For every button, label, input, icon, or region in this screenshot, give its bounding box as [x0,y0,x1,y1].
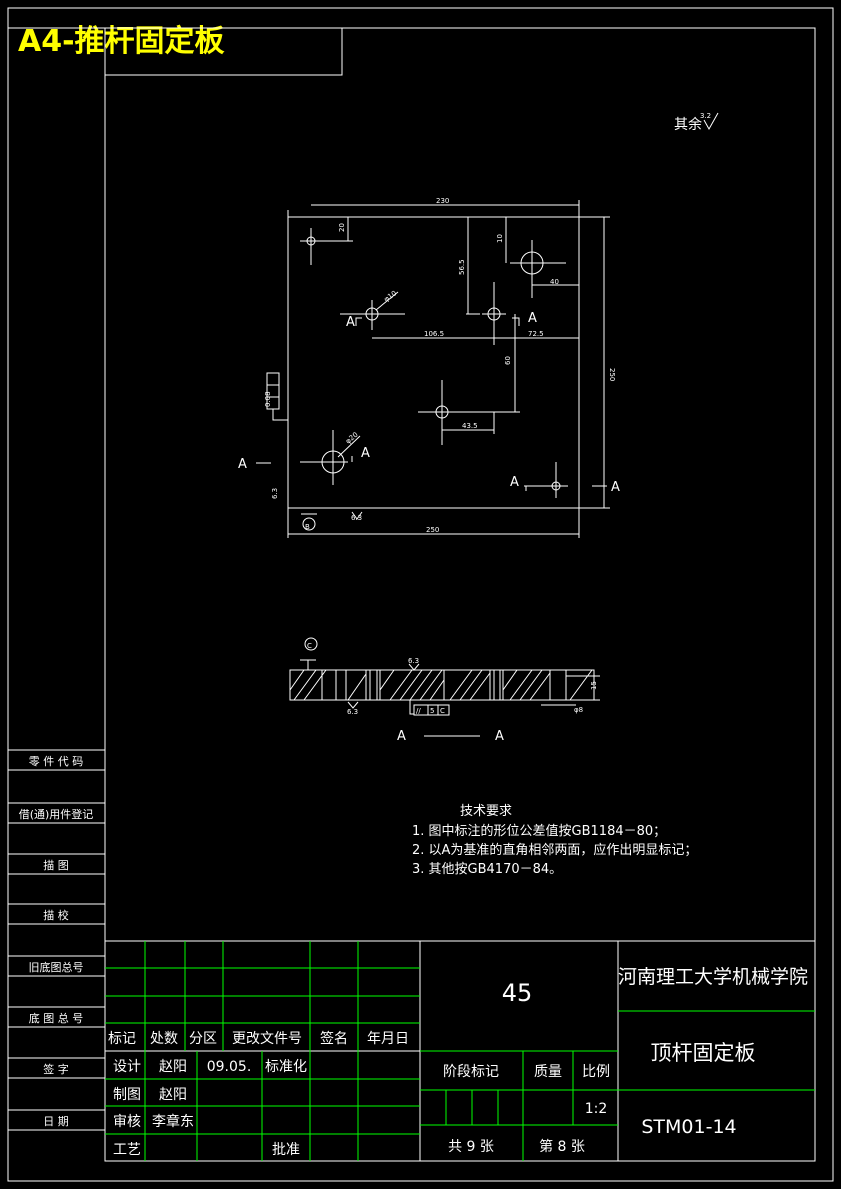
gdt-ref: C [440,707,445,715]
surface-b: 6.3 [351,514,362,522]
dim-60: 60 [504,356,512,365]
left-column [8,749,105,1131]
gdt-tol: 5 [430,707,434,715]
dim-43-5: 43.5 [462,422,478,430]
mass-label: 质量 [534,1064,562,1080]
dim-10: 10 [496,234,504,243]
dim-phi10: φ10 [383,289,399,303]
hdr-count: 处数 [150,1031,178,1047]
datum-c: C [307,642,312,650]
left-label-6: 底 图 总 号 [29,1011,84,1025]
draw-label: 制图 [113,1087,141,1103]
sheet-title: A4-推杆固定板 [18,24,225,59]
dim-width-top: 230 [436,197,449,205]
scale-value: 1:2 [585,1101,608,1117]
left-label-5: 旧底图总号 [29,960,84,974]
process-label: 工艺 [113,1142,141,1158]
hdr-mark: 标记 [108,1031,136,1047]
roughness-value: 3.2 [700,112,711,120]
section-labels: A A A A A A B [238,311,620,531]
roughness-icon [703,112,719,131]
tech-item-2: 2. 以A为基准的直角相邻两面，应作出明显标记； [412,842,697,858]
hdr-doc: 更改文件号 [232,1031,302,1047]
dim-40: 40 [550,278,559,286]
reviewer: 李章东 [152,1113,194,1130]
design-label: 设计 [113,1059,141,1075]
title-block-grid [105,941,815,1161]
scale-label: 比例 [582,1064,610,1080]
section-surface-b: 6.3 [347,708,358,716]
dim-height-right: 250 [608,368,616,381]
dim-thickness: 15 [590,681,598,690]
review-label: 审核 [113,1114,141,1130]
section-a-4: A [510,475,519,490]
stage-label: 阶段标记 [443,1064,499,1080]
left-label-3: 描 图 [43,858,69,872]
section-surface-a: 6.3 [408,657,419,665]
section-a-2: A [528,311,537,326]
section-a-3: A [361,446,370,461]
dim-72-5: 72.5 [528,330,544,338]
drawing-number: STM01-14 [641,1116,736,1138]
section-view [289,637,600,737]
dim-106-5: 106.5 [424,330,444,338]
dim-width-bottom: 250 [426,526,439,534]
left-label-8: 日 期 [43,1115,69,1128]
section-a-right: A [611,480,620,495]
section-a-left: A [238,457,247,472]
tech-heading: 技术要求 [460,804,512,819]
tech-item-1: 1. 图中标注的形位公差值按GB1184－80； [412,823,666,839]
section-view-a-labels: A A [397,729,504,744]
hdr-zone: 分区 [189,1031,217,1047]
section-a-1: A [346,315,355,330]
material: 45 [502,979,533,1007]
tech-item-3: 3. 其他按GB4170－84。 [412,862,562,877]
hdr-date: 年月日 [367,1031,409,1047]
left-label-4: 描 校 [43,908,69,922]
dim-phi20: φ20 [344,431,360,446]
tol-box-text: 0.08 [264,391,272,407]
left-label-7: 签 字 [43,1062,69,1076]
plan-view [256,200,610,538]
left-label-1: 零 件 代 码 [29,755,84,768]
tech-requirements: 技术要求 1. 图中标注的形位公差值按GB1184－80； 2. 以A为基准的直… [412,804,697,877]
dim-20: 20 [338,223,346,232]
sheets-total: 共 9 张 [448,1139,494,1155]
surface-a: 6.3 [271,488,279,499]
design-date: 09.05. [207,1059,252,1075]
drawer: 赵阳 [159,1087,187,1103]
section-a-a-left: A [397,729,406,744]
part-name: 顶杆固定板 [651,1041,756,1065]
school-name: 河南理工大学机械学院 [618,966,808,988]
section-a-a-right: A [495,729,504,744]
left-column-labels: 零 件 代 码 借(通)用件登记 描 图 描 校 旧底图总号 底 图 总 号 签… [19,755,94,1128]
dim-phi8: φ8 [574,706,583,714]
designer: 赵阳 [159,1059,187,1075]
standardize-label: 标准化 [265,1059,307,1075]
dim-56-5: 56.5 [458,259,466,275]
roughness-note: 其余 [674,116,702,133]
hdr-sign: 签名 [320,1030,348,1047]
plan-view-labels: 230 250 250 20 56.5 10 40 106.5 72.5 60 … [264,197,616,534]
gdt-symbol: // [416,707,421,715]
sheet-no: 第 8 张 [539,1138,585,1155]
approve-label: 批准 [272,1142,300,1158]
left-label-2: 借(通)用件登记 [19,807,94,821]
section-view-labels: C 6.3 6.3 // 5 C 15 φ8 [307,642,598,716]
datum-b: B [305,523,310,531]
title-block-text: 标记 处数 分区 更改文件号 签名 年月日 设计 赵阳 09.05. 标准化 制… [108,1030,610,1158]
